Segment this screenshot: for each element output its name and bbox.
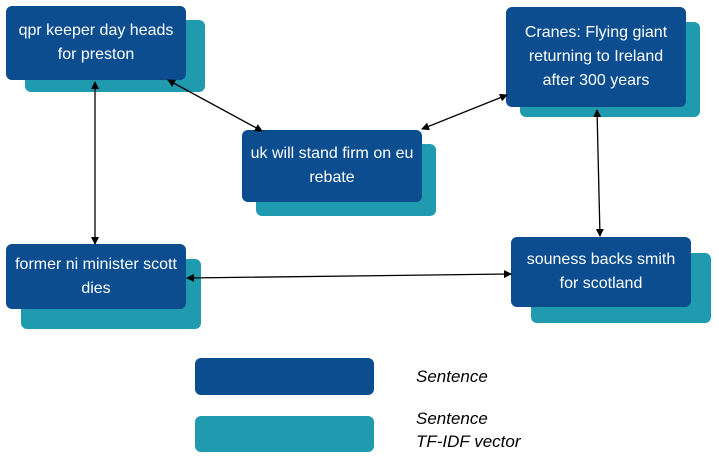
- legend-tfidf-swatch: [195, 416, 374, 452]
- legend-tfidf-label-line1: Sentence: [416, 409, 488, 428]
- legend-tfidf-label: Sentence TF-IDF vector: [416, 407, 521, 453]
- edge-former-souness: [186, 270, 512, 282]
- legend-tfidf-label-line2: TF-IDF vector: [416, 432, 521, 451]
- legend-sentence-swatch: [195, 358, 374, 395]
- edge-uk-cranes: [421, 93, 508, 131]
- sentence-qpr: qpr keeper day heads for preston: [6, 6, 186, 80]
- sentence-souness: souness backs smith for scotland: [511, 237, 691, 307]
- edge-cranes-souness: [593, 109, 604, 237]
- sentence-uk: uk will stand firm on eu rebate: [242, 130, 422, 202]
- sentence-former: former ni minister scott dies: [6, 244, 186, 309]
- sentence-cranes: Cranes: Flying giant returning to Irelan…: [506, 7, 686, 107]
- legend-sentence-label: Sentence: [416, 367, 488, 386]
